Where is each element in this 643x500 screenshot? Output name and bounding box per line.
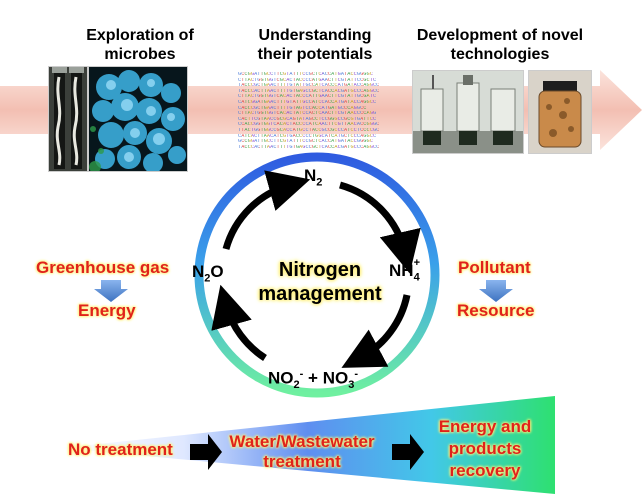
center-title-line1: Nitrogen: [278, 259, 362, 281]
process-arrow-1: [190, 434, 222, 470]
label-n2o: N2O: [192, 262, 224, 285]
label-energy-recovery-line3: recovery: [449, 461, 521, 480]
sequence-line: GCCGGATTGCCTTCGTATTTCCGCTCACCATGATACCGGG…: [238, 139, 398, 145]
sequence-line: TACCCACTTAACTTTTGTGAGCCGCTCACCACGATGCCCA…: [238, 88, 398, 95]
label-energy-recovery-line1: Energy and: [438, 417, 532, 436]
sequence-line: CTTACTGGTGGTCACACTATCCACTCAACTTCGTAACCCC…: [238, 111, 398, 117]
label-pollutant: Pollutant: [458, 258, 531, 277]
arrow-nh4-to-nox: [341, 294, 411, 368]
label-n2: N2: [304, 166, 323, 189]
reactor-columns-graphic: [49, 67, 87, 171]
bottle-reactor-graphic: [529, 71, 591, 153]
down-arrow-right: [479, 280, 513, 302]
sequence-line: TACCCGCTGAACTTTTGTATTGCCATCACCCATGATACCA…: [238, 83, 398, 89]
photo-microbe-microscopy: [88, 66, 188, 172]
header-understanding: Understanding their potentials: [257, 27, 373, 63]
label-energy-recovery-line2: products: [448, 439, 522, 458]
label-resource: Resource: [457, 301, 535, 320]
label-nh4: NH4+: [389, 257, 420, 284]
lab-reactors-graphic: [413, 71, 523, 153]
arrow-n2o-to-n2: [222, 170, 311, 250]
sequence-line: GCCGGATTGCCTTCGTATTTCCGCTCACCATGATACCGGG…: [238, 72, 398, 78]
label-greenhouse-gas: Greenhouse gas: [36, 258, 170, 277]
sequence-line: TACCCACTTAACTTTTGTGAGCCGCTCACCACGATGCCCA…: [238, 144, 398, 151]
sequence-line: CATCGGATGAACTTTGTATTGCCATCCACCATGATACCAG…: [238, 99, 398, 106]
treatment-wedge: [60, 396, 555, 494]
sequence-line: CACCCGCTGAACTTTTGTAGTCCACCATGATGCCCAGGCC: [238, 105, 398, 112]
photo-bottle-reactor: [528, 70, 592, 154]
microbe-cluster-graphic: [89, 67, 187, 171]
sequence-line: CTTACTGGTGGTCGCACTACCCCATGAACTTCGTATTCCG…: [238, 77, 398, 84]
dna-sequence-block: GCCGGATTGCCTTCGTATTTCCGCTCACCATGATACCGGG…: [238, 72, 398, 152]
photo-reactor-columns: [48, 66, 88, 172]
sequence-line: CACTTCGTAACCGCGCAGTATAGCCTCCGGGCCGCGTGAT…: [238, 116, 398, 123]
header-development: Development of novel technologies: [416, 27, 584, 63]
down-arrow-left: [94, 280, 128, 302]
sequence-line: TTACTGGTGGCCGCACCATGCCTACCGCCGCCCATCCTCC…: [238, 127, 398, 134]
label-energy: Energy: [78, 301, 136, 320]
arrow-nox-to-n2o: [211, 284, 267, 361]
nitrogen-cycle: [194, 152, 440, 398]
label-no-treatment: No treatment: [68, 440, 173, 459]
header-exploration: Exploration of microbes: [86, 27, 194, 63]
label-water-treatment-line1: Water/Wastewater: [229, 432, 375, 451]
label-nox: NO2- + NO3-: [268, 368, 358, 392]
center-title: Nitrogen management: [240, 258, 400, 306]
photo-lab-reactors: [412, 70, 524, 154]
label-energy-recovery: Energy and products recovery: [430, 416, 540, 482]
sequence-line: CTTACTGGTGGTCACACTACCCATTGAACTTCGTATTGCG…: [238, 94, 398, 100]
sequence-line: CATCACTTAACATCGTGACCCCCTGGCATCATGCTCCCAG…: [238, 133, 398, 140]
arrow-n2-to-nh4: [339, 181, 421, 274]
process-arrow-2: [392, 434, 424, 470]
label-water-treatment-line2: treatment: [263, 452, 341, 471]
center-title-line2: management: [258, 283, 382, 305]
label-water-treatment: Water/Wastewater treatment: [222, 432, 382, 472]
sequence-line: CCACCGGTGGTCACACTACCCCATCAACTTCGTTAACACC…: [238, 122, 398, 128]
